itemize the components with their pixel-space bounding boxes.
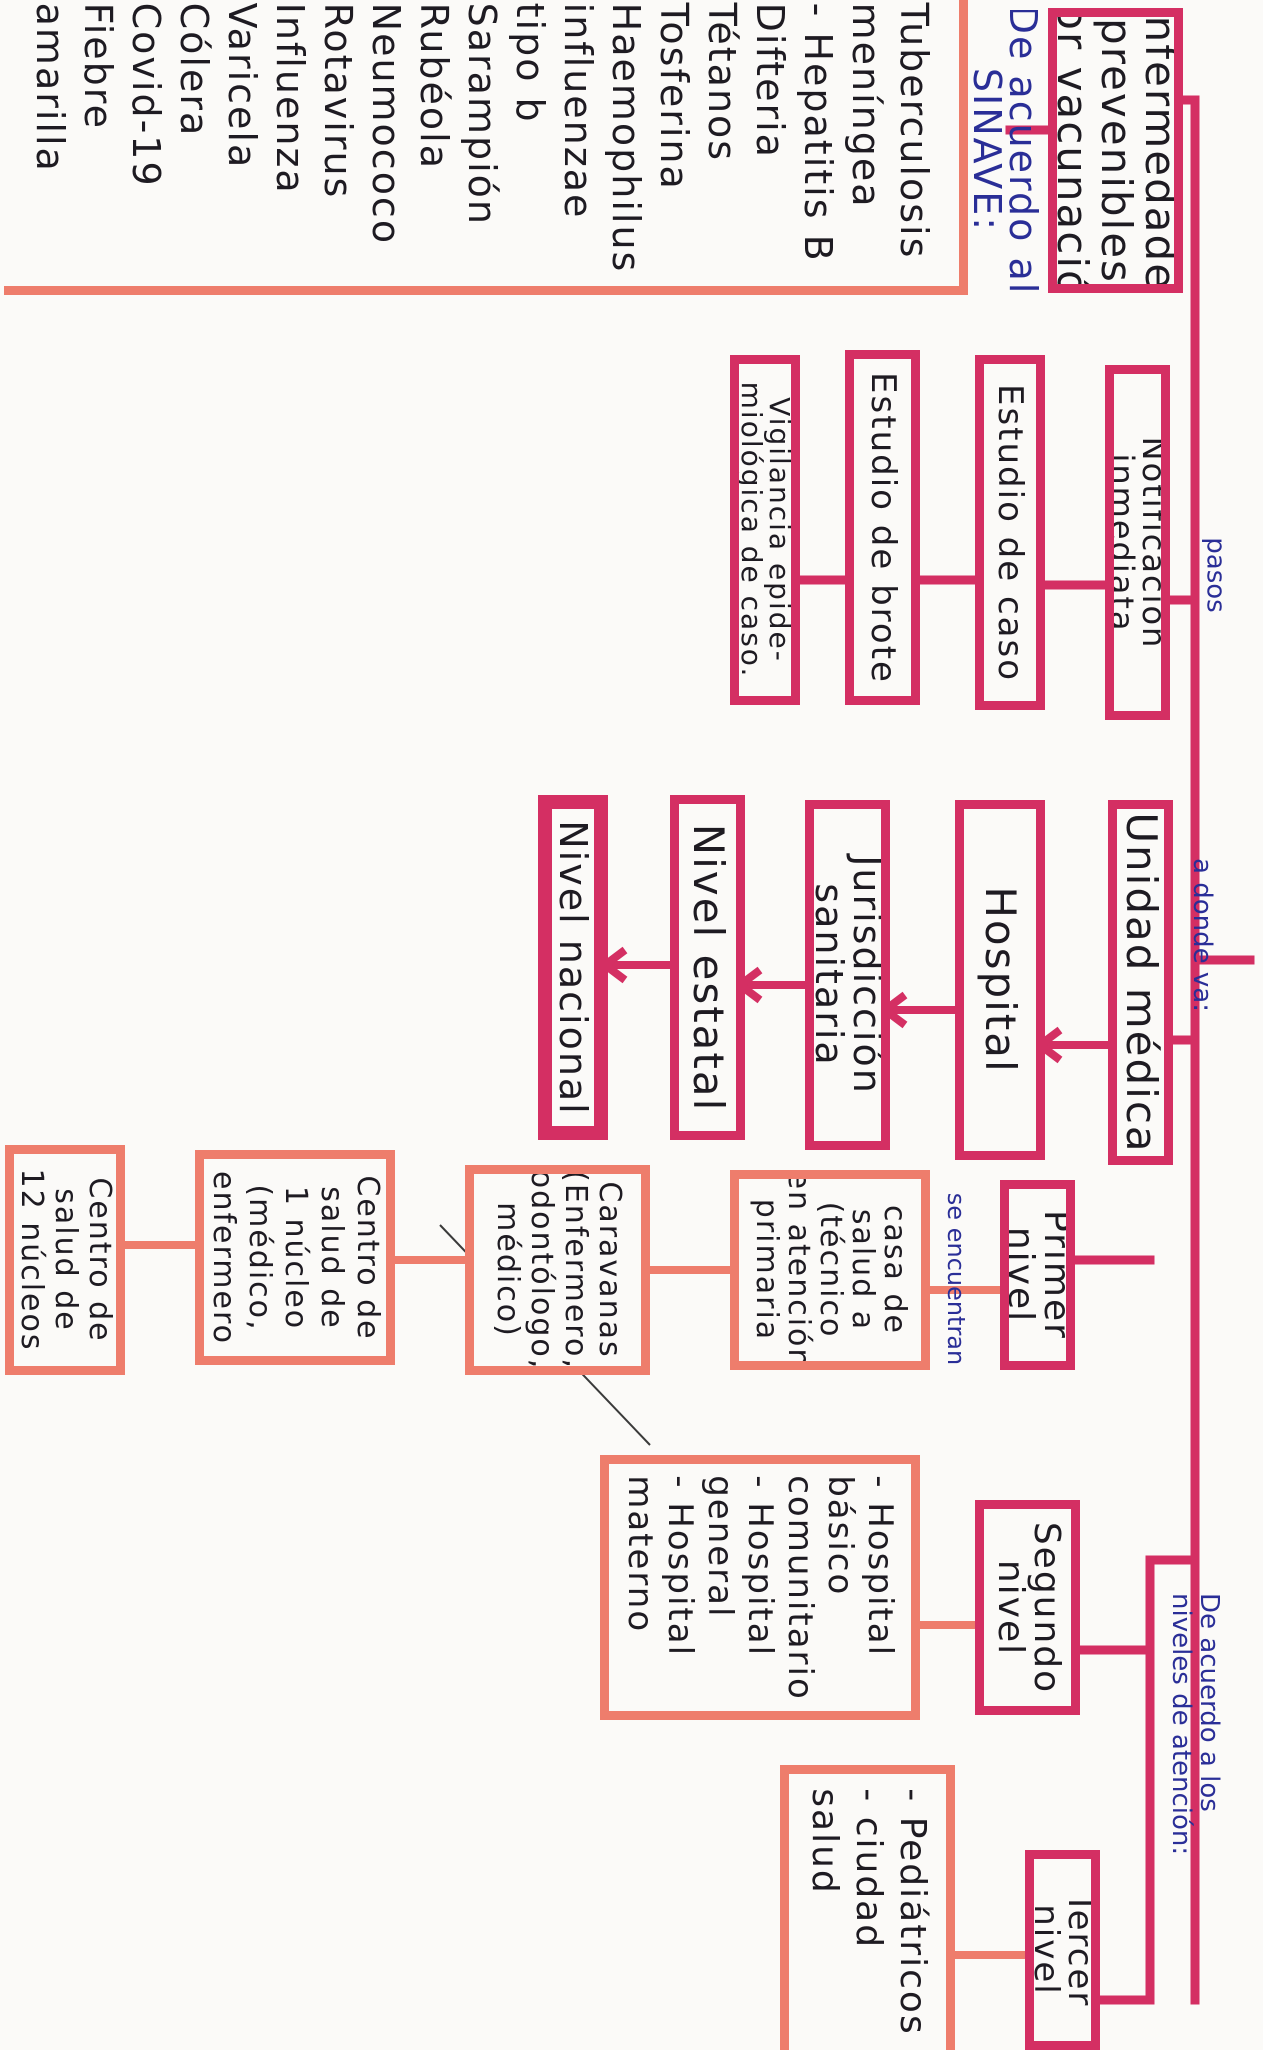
vaccine-item: Tuberculosis [891, 2, 936, 260]
vaccine-item: influenzae [555, 2, 600, 220]
donde-step-text: Jurisdicción sanitaria [806, 855, 889, 1095]
pasos-step-box: Estudio de caso [975, 355, 1045, 710]
primer-item-box: casa de salud a (técnico en atención pri… [730, 1170, 930, 1370]
donde-step-box: Nivel nacional [538, 795, 608, 1140]
primer-item-text: Centro de salud de 12 núcleos [14, 1168, 117, 1352]
vaccine-item: Haemophilus [603, 2, 648, 274]
vaccine-item: Tosferina [651, 2, 696, 191]
vaccine-label: De acuerdo al SINAVE: [965, 10, 1045, 290]
tercer-nivel-title: Tercer nivel [1025, 1892, 1100, 2008]
vaccine-item: Cólera [171, 2, 216, 138]
vaccine-item: Rubéola [411, 2, 456, 171]
primer-nivel-box: Primer nivel [1000, 1180, 1075, 1370]
vaccine-label-box: De acuerdo al SINAVE: [965, 10, 1045, 290]
pasos-step-text: Estudio de caso [990, 383, 1030, 682]
vaccine-list: Tuberculosis meníngea - Hepatitis B Dift… [26, 3, 938, 274]
tercer-items-text: - Pediátricos - ciudad salud [803, 1788, 933, 2036]
donde-step-text: Nivel nacional [551, 819, 595, 1116]
pasos-step-text: Vigilancia epide- miológica de caso. [735, 381, 796, 679]
tercer-items-box: - Pediátricos - ciudad salud [780, 1765, 955, 2050]
primer-nivel-title: Primer nivel [1000, 1210, 1075, 1340]
vaccine-item: amarilla [27, 2, 72, 173]
primer-item-box: Caravanas (Enfermero, odontólogo, médico… [465, 1165, 650, 1375]
vaccine-title-box: Enfermedades prevenibles por vacunación [1048, 8, 1183, 293]
vaccine-item: meníngea [843, 2, 888, 209]
tercer-nivel-box: Tercer nivel [1025, 1850, 1100, 2050]
pasos-step-box: Estudio de brote [845, 350, 920, 705]
vaccine-item: Rotavirus [315, 2, 360, 200]
pasos-label: pasos [1200, 537, 1231, 613]
segundo-items-box: - Hospital básico comunitario - Hospital… [600, 1455, 920, 1720]
vaccine-item: Influenza [267, 2, 312, 195]
pasos-step-box: Notificación inmediata [1105, 365, 1170, 720]
vaccine-item: Tétanos [699, 2, 744, 163]
vaccine-item: tipo b [507, 2, 552, 124]
donde-step-box: Hospital [955, 800, 1045, 1160]
niveles-branch-line [1145, 1555, 1200, 2005]
pasos-step-text: Notificación inmediata [1105, 436, 1170, 649]
primer-item-box: Centro de salud de 12 núcleos [5, 1145, 125, 1375]
donde-step-text: Nivel estatal [683, 823, 733, 1112]
vaccine-item: Covid-19 [123, 2, 168, 188]
donde-step-box: Jurisdicción sanitaria [805, 800, 890, 1150]
vaccine-item: Varicela [219, 2, 264, 170]
vaccine-item: Fiebre [75, 2, 120, 130]
se-encuentran-label: se encuentran [942, 1192, 971, 1366]
segundo-items-text: - Hospital básico comunitario - Hospital… [620, 1474, 900, 1701]
segundo-nivel-box: Segundo nivel [975, 1500, 1080, 1715]
donde-step-box: Nivel estatal [670, 795, 745, 1140]
donde-step-box: Unidad médica [1108, 800, 1173, 1165]
donde-label: a donde va: [1186, 858, 1217, 1012]
primer-item-text: Caravanas (Enfermero, odontólogo, médico… [489, 1169, 627, 1371]
niveles-label: De acuerdo a los niveles de atención: [1166, 1593, 1224, 1856]
pasos-step-text: Estudio de brote [862, 371, 903, 684]
vaccine-list-box: Tuberculosis meníngea - Hepatitis B Dift… [4, 0, 968, 295]
donde-step-text: Unidad médica [1116, 811, 1166, 1154]
donde-step-text: Hospital [976, 886, 1025, 1074]
vaccine-item: Difteria [747, 2, 792, 159]
vaccine-item: - Hepatitis B [795, 2, 840, 263]
primer-item-text: casa de salud a (técnico en atención pri… [749, 1170, 912, 1370]
primer-item-text: Centro de salud de 1 núcleo (médico, enf… [206, 1170, 385, 1345]
segundo-nivel-title: Segundo nivel [989, 1521, 1067, 1694]
vaccine-item: Neumococo [363, 2, 408, 246]
vaccine-item: Sarampión [459, 2, 504, 226]
primer-item-box: Centro de salud de 1 núcleo (médico, enf… [195, 1150, 395, 1365]
vaccine-title-text: Enfermedades prevenibles por vacunación [1048, 8, 1183, 293]
pasos-step-box: Vigilancia epide- miológica de caso. [730, 355, 800, 705]
